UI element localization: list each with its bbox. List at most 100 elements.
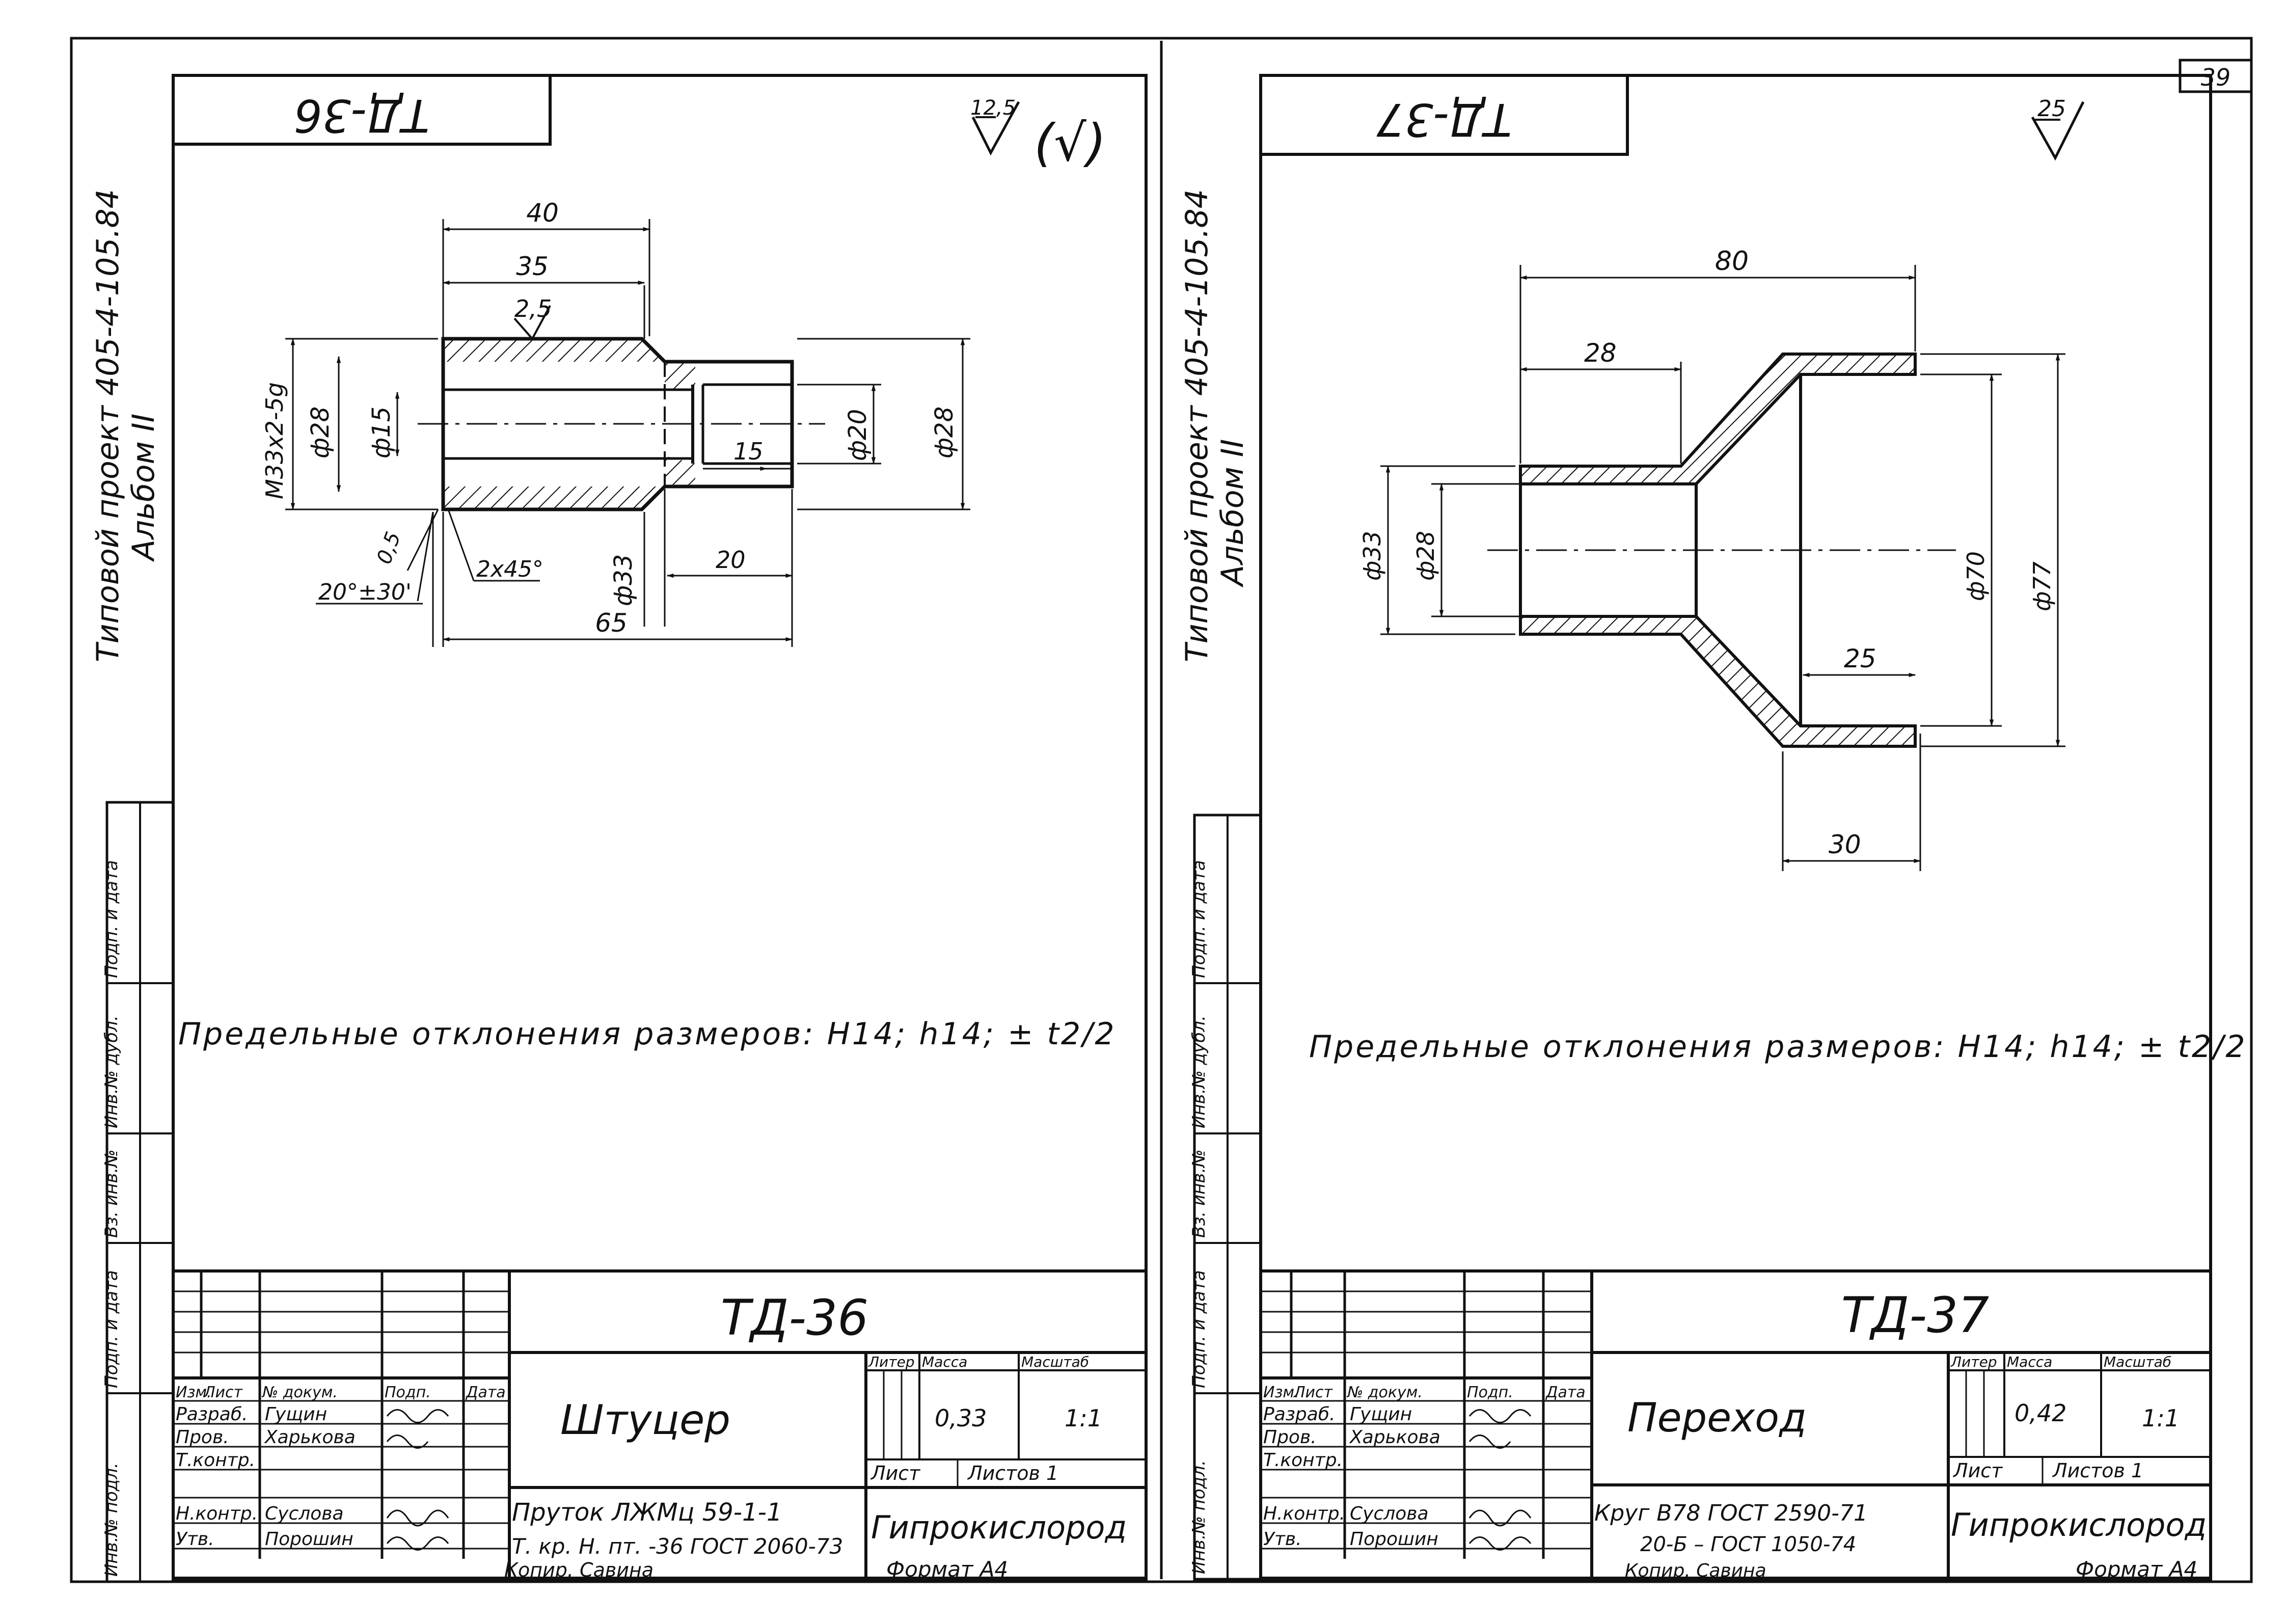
- td36-dim-chamfer: 2х45°: [476, 556, 543, 582]
- td36-dim-40: 40: [526, 198, 559, 228]
- sheet1-roughness: 12,5 (√): [970, 96, 1106, 173]
- tb1-copied: Копир. Савина: [504, 1559, 654, 1581]
- sheet1-title-block: ТД-36 Штуцер Изм. Лист № докум. Подп. Да…: [172, 1269, 1148, 1582]
- tb2-role-razrab: Разраб.: [1263, 1404, 1335, 1425]
- sheet1-roughness-value: 12,5: [970, 96, 1016, 120]
- tb1-person-nkontr: Суслова: [265, 1503, 344, 1524]
- sheet1-side-label-2: Альбом II: [126, 414, 161, 562]
- tb1-material-2: Т. кр. Н. пт. -36 ГОСТ 2060-73: [512, 1534, 843, 1559]
- tb2-sheet-label: Лист: [1952, 1459, 2003, 1482]
- sheet-td36: ТД-36 Типовой проект 405-4-105.84 Альбом…: [90, 74, 1148, 1583]
- tb1-col-list: Лист: [203, 1384, 243, 1401]
- sheet2-code-box: [1259, 74, 1629, 156]
- tb2-signature-3: [1468, 1509, 1532, 1527]
- tb2-name: Переход: [1627, 1395, 1807, 1441]
- tb1-scale-label: Масштаб: [1021, 1354, 1089, 1370]
- tb1-role-tkontr: Т.контр.: [176, 1450, 255, 1471]
- page-number: 39: [2201, 64, 2231, 91]
- td36-dim-d15: ф15: [367, 407, 396, 458]
- sheet1-tolerance-note: Предельные отклонения размеров: Н14; h14…: [178, 1016, 1117, 1052]
- stamp1-podp-data-1: Подп. и дата: [101, 1270, 122, 1388]
- tb2-copied: Копир. Савина: [1625, 1560, 1766, 1581]
- td37-dim-80: 80: [1715, 246, 1749, 277]
- tb2-role-utv: Утв.: [1263, 1529, 1302, 1550]
- tb1-person-razrab: Гущин: [265, 1404, 327, 1425]
- td37-dim-25: 25: [1844, 644, 1876, 673]
- tb1-person-utv: Порошин: [265, 1529, 353, 1550]
- tb2-designation: ТД-37: [1841, 1287, 1989, 1344]
- tb2-scale-label: Масштаб: [2104, 1354, 2171, 1370]
- td36-dimensions: 40 35 2,5 М33х2-5g ф28 ф15 15 ф20 ф28: [261, 198, 970, 647]
- sheet1-code-box: [172, 74, 552, 146]
- tb2-role-prov: Пров.: [1263, 1427, 1317, 1448]
- tb2-person-prov: Харькова: [1349, 1427, 1440, 1448]
- stamp1-inv-podl: Инв.№ подл.: [101, 1463, 122, 1577]
- tb2-sheets-label: Листов 1: [2052, 1459, 2143, 1482]
- stamp2-podp-data-2: Подп. и дата: [1189, 860, 1209, 978]
- td37-dim-d33: ф33: [1358, 531, 1386, 581]
- tb1-material-1: Пруток ЛЖМц 59-1-1: [512, 1498, 782, 1527]
- tb2-role-tkontr: Т.контр.: [1263, 1450, 1343, 1471]
- tb2-person-razrab: Гущин: [1350, 1404, 1412, 1425]
- td36-dim-d20: ф20: [843, 409, 872, 461]
- sheet2-roughness: 25: [2031, 96, 2085, 161]
- tb2-person-nkontr: Суслова: [1350, 1503, 1429, 1524]
- tb1-signature-4: [386, 1536, 449, 1551]
- tb2-col-list: Лист: [1293, 1384, 1334, 1401]
- td36-dim-thread: М33х2-5g: [261, 382, 288, 499]
- tb1-designation: ТД-36: [721, 1289, 868, 1346]
- td36-dim-d33: ф33: [609, 554, 638, 606]
- sheet2-tolerance-note: Предельные отклонения размеров: Н14; h14…: [1309, 1029, 2247, 1065]
- tb2-signature-1: [1468, 1409, 1532, 1423]
- td37-part: [1487, 353, 1956, 748]
- td36-dim-20: 20: [716, 546, 746, 574]
- tb1-signature-3: [386, 1509, 449, 1527]
- sheet2-side-label-2: Альбом II: [1215, 439, 1250, 588]
- tb1-mass: 0,33: [935, 1404, 987, 1432]
- tb1-format: Формат А4: [886, 1557, 1008, 1582]
- td36-dim-0-5: 0,5: [372, 529, 405, 567]
- sheet1-code-rotated: ТД-36: [294, 89, 429, 142]
- sheet2-side-stamp: Инв.№ подл. Подп. и дата Вз. инв.№ Инв.№…: [1189, 814, 1262, 1581]
- tb1-col-doc: № докум.: [261, 1384, 338, 1401]
- tb1-sheet-label: Лист: [870, 1462, 921, 1484]
- stamp1-vz-inv: Вз. инв.№: [101, 1149, 122, 1238]
- tb1-role-nkontr: Н.контр.: [176, 1503, 258, 1524]
- stamp2-inv-dubl: Инв.№ дубл.: [1189, 1015, 1209, 1128]
- tb2-format: Формат А4: [2076, 1557, 2197, 1582]
- td37-dim-30: 30: [1829, 830, 1861, 859]
- tb2-signature-4: [1468, 1536, 1532, 1551]
- td36-dim-angle: 20°±30': [318, 579, 412, 605]
- stamp2-podp-data-1: Подп. и дата: [1189, 1270, 1209, 1388]
- sheet1-roughness-rest: (√): [1034, 113, 1106, 173]
- tb1-litera-label: Литер: [868, 1354, 915, 1370]
- tb2-person-utv: Порошин: [1350, 1529, 1438, 1550]
- td37-dim-28: 28: [1584, 338, 1617, 368]
- tb1-sheets-label: Листов 1: [967, 1462, 1058, 1484]
- tb1-role-prov: Пров.: [176, 1427, 229, 1448]
- sheet2-side-label-1: Типовой проект 405-4-105.84: [1179, 189, 1215, 662]
- tb1-mass-label: Масса: [922, 1354, 967, 1370]
- tb1-scale: 1:1: [1065, 1404, 1102, 1432]
- tb1-name: Штуцер: [560, 1396, 730, 1444]
- tb2-signature-2: [1468, 1434, 1511, 1449]
- sheet1-side-label-1: Типовой проект 405-4-105.84: [90, 189, 126, 662]
- td36-dim-15: 15: [733, 438, 764, 465]
- tb1-role-utv: Утв.: [176, 1529, 214, 1550]
- tb1-col-data: Дата: [465, 1384, 506, 1401]
- tb2-litera-label: Литер: [1950, 1354, 1997, 1370]
- stamp1-podp-data-2: Подп. и дата: [101, 860, 122, 978]
- tb1-org: Гипрокислород: [871, 1509, 1127, 1546]
- tb2-org: Гипрокислород: [1951, 1506, 2207, 1544]
- tb1-col-izm: Изм.: [176, 1384, 212, 1401]
- td36-dim-2-5: 2,5: [514, 295, 552, 322]
- tb2-scale: 1:1: [2142, 1404, 2180, 1432]
- td36-dim-d28-right: ф28: [930, 407, 959, 458]
- td37-dimensions: 80 28 ф33 ф28 ф70 ф77 25 30: [1358, 246, 2065, 871]
- tb1-person-prov: Харькова: [264, 1427, 356, 1448]
- td36-dim-65: 65: [595, 608, 628, 638]
- tb2-col-doc: № докум.: [1346, 1384, 1423, 1401]
- td36-part: [418, 219, 825, 511]
- stamp2-vz-inv: Вз. инв.№: [1189, 1149, 1209, 1238]
- tb2-col-podp: Подп.: [1467, 1384, 1513, 1401]
